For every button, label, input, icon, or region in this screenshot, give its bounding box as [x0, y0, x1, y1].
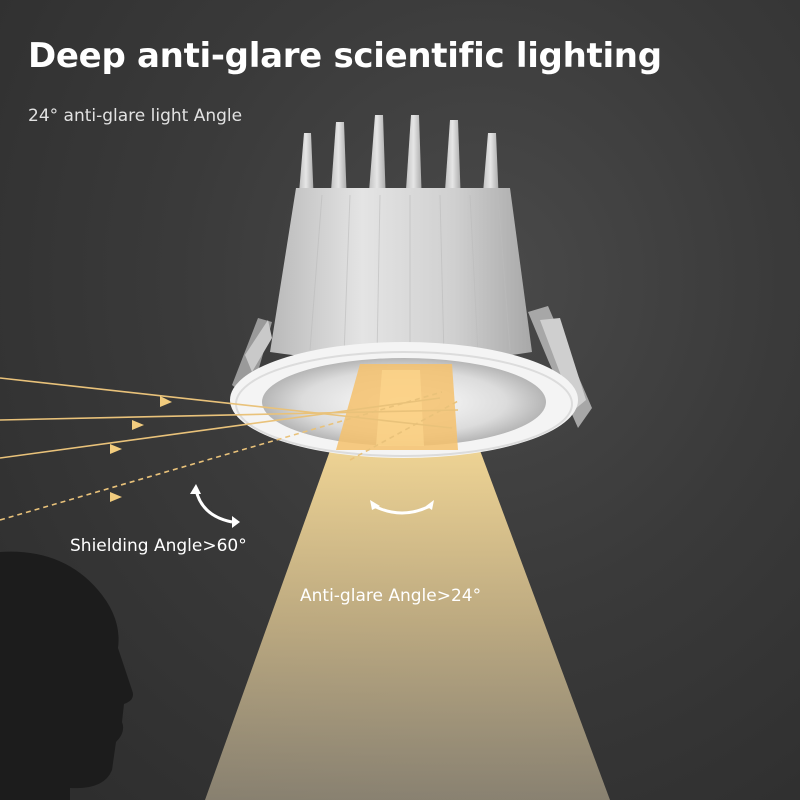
antiglare-angle-label: Anti-glare Angle>24°	[300, 586, 482, 606]
heat-sink-fins	[298, 115, 499, 205]
glare-ray	[0, 377, 461, 521]
curved-arrow-icon	[373, 504, 431, 515]
shielding-angle-label: Shielding Angle>60°	[70, 536, 247, 556]
light-beam	[205, 445, 610, 800]
subline: 24° anti-glare light Angle	[28, 106, 243, 126]
housing	[270, 188, 532, 362]
head-silhouette	[0, 551, 133, 800]
curved-arrow-icon	[194, 489, 233, 524]
headline: Deep anti-glare scientific lighting	[28, 36, 662, 76]
